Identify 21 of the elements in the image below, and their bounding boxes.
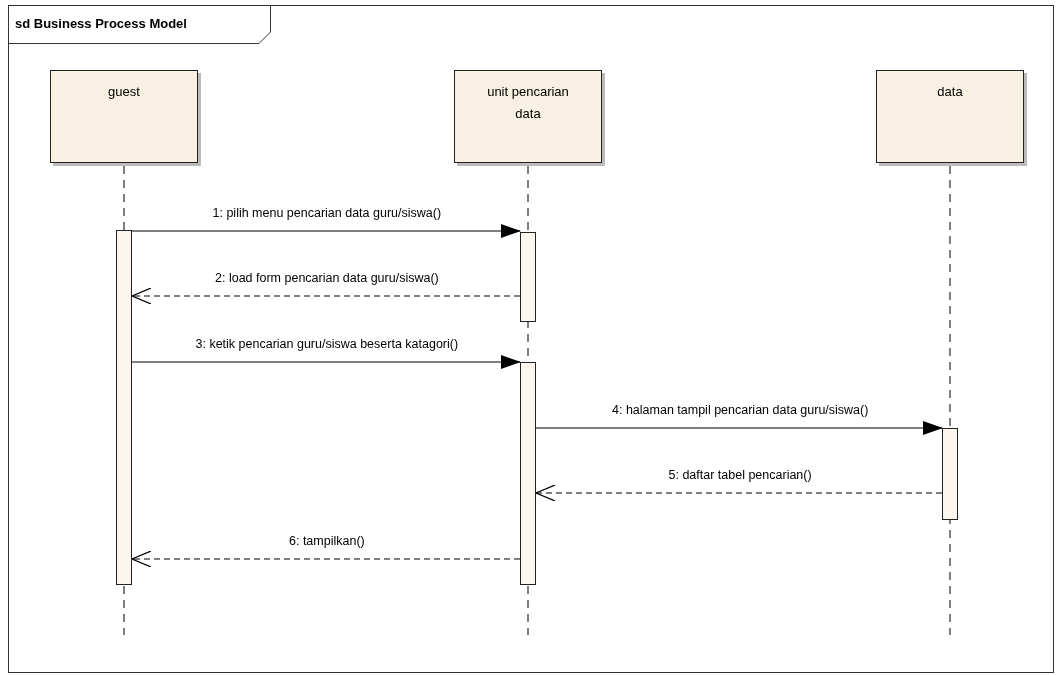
- message-label: 5: daftar tabel pencarian(): [668, 468, 812, 483]
- message-label: 3: ketik pencarian guru/siswa beserta katagori(): [195, 337, 459, 352]
- lifeline-head-box: data: [876, 70, 1024, 163]
- message-label: 2: load form pencarian data guru/siswa(): [215, 271, 439, 286]
- activation-bar: [942, 428, 958, 520]
- message-label: 1: pilih menu pencarian data guru/siswa(): [212, 206, 442, 221]
- lifeline-head-box: unit pencarian data: [454, 70, 602, 163]
- activation-bar: [520, 232, 536, 322]
- message-arrow: [131, 355, 521, 369]
- message-arrow: [131, 224, 521, 238]
- lifeline-head-box: guest: [50, 70, 198, 163]
- activation-bar: [520, 362, 536, 585]
- frame-title: sd Business Process Model: [9, 6, 271, 44]
- return-arrow: [535, 484, 943, 502]
- frame: [8, 5, 1054, 673]
- return-arrow: [131, 550, 521, 568]
- message-arrow: [535, 421, 943, 435]
- message-label: 6: tampilkan(): [289, 534, 365, 549]
- return-arrow: [131, 287, 521, 305]
- activation-bar: [116, 230, 132, 585]
- message-label: 4: halaman tampil pencarian data guru/siswa(): [612, 403, 869, 418]
